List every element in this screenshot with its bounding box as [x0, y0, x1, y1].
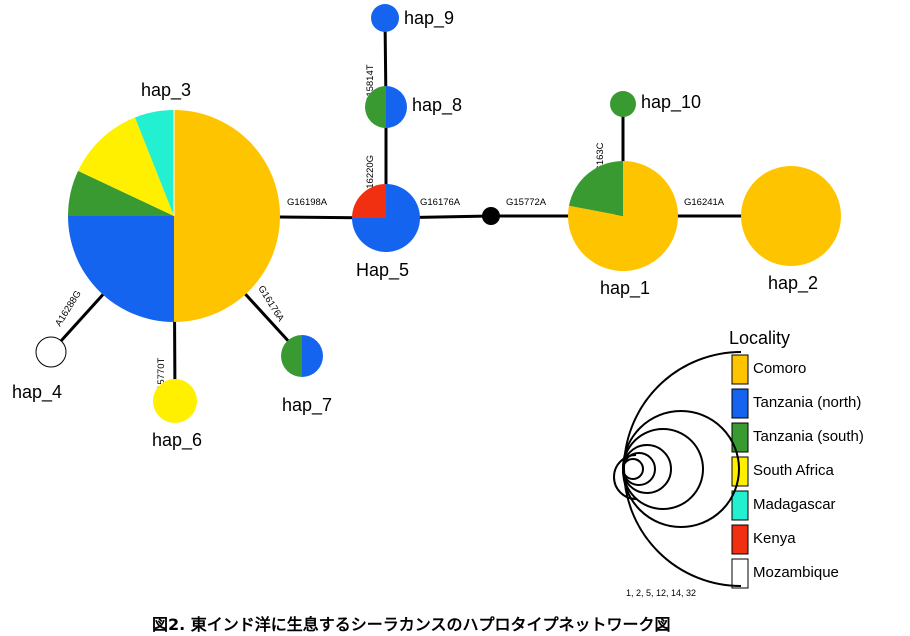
- legend-swatch-mozambique: [731, 558, 749, 589]
- legend-swatch-tanzania_south: [731, 422, 749, 453]
- pie-slice-tanzania_south: [281, 335, 302, 377]
- haplotype-node-hap_3: [68, 110, 280, 322]
- pie-slice-tanzania_south: [568, 161, 623, 216]
- haplotype-label: hap_2: [768, 273, 818, 294]
- legend-swatch-kenya: [731, 524, 749, 555]
- figure-caption: 図2. 東インド洋に生息するシーラカンスのハプロタイプネットワーク図: [152, 615, 670, 634]
- pie-slice-tanzania_north: [302, 335, 323, 377]
- haplotype-node-hap_6: [153, 379, 197, 423]
- mutation-label: A16220G: [365, 155, 376, 195]
- scale-circle-3: [622, 444, 672, 494]
- scale-circle-2: [622, 452, 656, 486]
- mutation-label: G16176A: [255, 284, 286, 324]
- scale-circle-4: [622, 428, 704, 510]
- haplotype-node-hap_9: [371, 4, 399, 32]
- haplotype-node-hap_8: [365, 86, 407, 128]
- legend-label-comoro: Comoro: [753, 360, 806, 377]
- pie-slice-comoro: [174, 110, 280, 322]
- mutation-label: T16163C: [595, 142, 606, 181]
- haplotype-nodes: [35, 4, 841, 423]
- size-scale: 1, 2, 5, 12, 14, 32: [613, 351, 742, 598]
- legend-label-tanzania_north: Tanzania (north): [753, 394, 861, 411]
- pie-slice-tanzania_south: [68, 170, 174, 216]
- haplotype-label: hap_3: [141, 80, 191, 101]
- scale-circle-5: [622, 410, 740, 528]
- mutation-label: G16176A: [420, 197, 461, 208]
- pie-slice-south_africa: [78, 117, 174, 216]
- mutation-label: G16198A: [287, 197, 328, 208]
- haplotype-node-hap_7: [281, 335, 323, 377]
- haplotype-label: hap_1: [600, 278, 650, 299]
- legend-label-mozambique: Mozambique: [753, 564, 839, 581]
- haplotype-label: hap_7: [282, 395, 332, 416]
- legend-label-kenya: Kenya: [753, 530, 796, 547]
- haplotype-node-hap_4: [35, 336, 67, 368]
- scale-arc-largest: [623, 351, 742, 587]
- pie-slice-madagascar: [134, 110, 174, 216]
- pie-slice-mozambique: [35, 336, 67, 368]
- haplotype-label: hap_9: [404, 8, 454, 29]
- scale-circle-1: [622, 458, 644, 480]
- mutation-label: G15772A: [506, 197, 547, 208]
- legend-label-madagascar: Madagascar: [753, 496, 836, 513]
- haplotype-node-hap_1: [568, 161, 678, 271]
- mutation-label: A15770T: [156, 358, 167, 397]
- haplotype-labels: hap_1 hap_2 hap_3 hap_4 Hap_5 hap_6 hap_7 hap_8…: [12, 8, 818, 451]
- haplotype-node-hap_2: [741, 166, 841, 266]
- pie-slice-tanzania_south: [610, 91, 636, 117]
- legend-title: Locality: [729, 328, 790, 348]
- median-vector-node: [482, 207, 500, 225]
- legend-swatch-comoro: [731, 354, 749, 385]
- haplotype-node-hap_5: [352, 184, 420, 252]
- haplotype-label: hap_6: [152, 430, 202, 451]
- haplotype-label: hap_8: [412, 95, 462, 116]
- pie-slice-tanzania_north: [386, 86, 407, 128]
- haplotype-node-hap_10: [610, 91, 636, 117]
- pie-slice-tanzania_north: [371, 4, 399, 32]
- legend-label-south_africa: South Africa: [753, 462, 835, 479]
- pie-slice-south_africa: [153, 379, 197, 423]
- mutation-label: G16241A: [684, 197, 725, 208]
- pie-slice-kenya: [352, 184, 386, 218]
- haplotype-label: hap_10: [641, 92, 701, 113]
- scale-counts-label: 1, 2, 5, 12, 14, 32: [626, 588, 696, 598]
- pie-slice-comoro: [741, 166, 841, 266]
- pie-slice-tanzania_south: [365, 86, 386, 128]
- haplotype-label: Hap_5: [356, 260, 409, 281]
- legend-swatch-south_africa: [731, 456, 749, 487]
- haplotype-label: hap_4: [12, 382, 62, 403]
- legend-swatch-madagascar: [731, 490, 749, 521]
- legend-swatch-tanzania_north: [731, 388, 749, 419]
- legend-label-tanzania_south: Tanzania (south): [753, 428, 864, 445]
- pie-slice-tanzania_north: [68, 216, 174, 322]
- mutation-label: C15814T: [365, 64, 376, 103]
